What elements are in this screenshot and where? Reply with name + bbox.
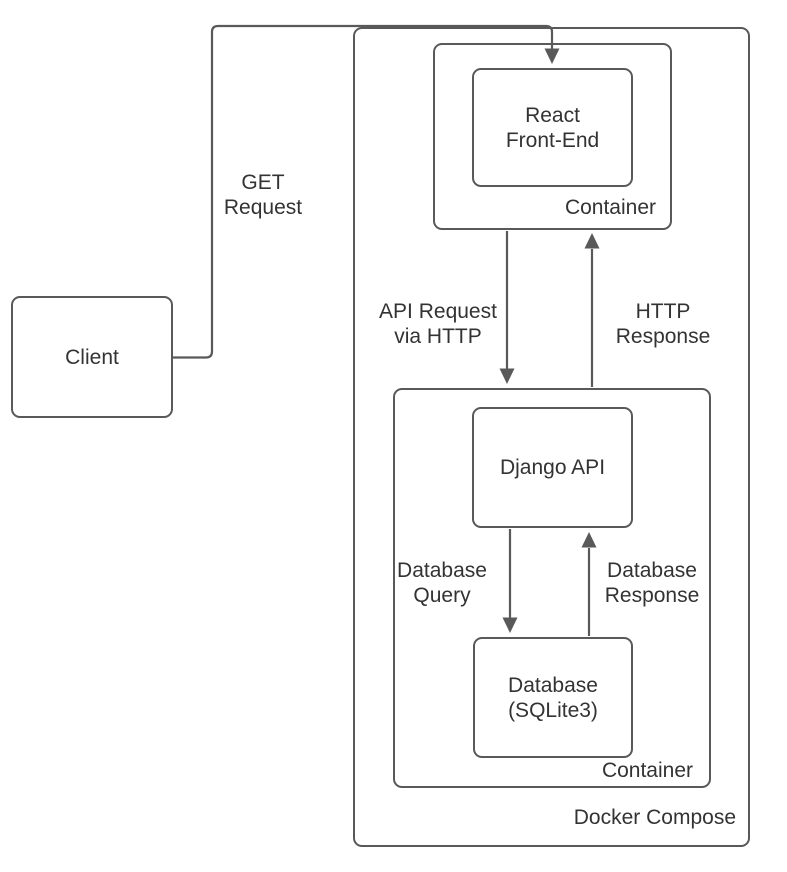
database-query-edge-label: Database Query: [397, 559, 487, 607]
container-top-label: Container: [564, 196, 656, 219]
get-request-edge-label: GET Request: [223, 171, 303, 219]
client-label: Client: [65, 345, 119, 369]
api-request-edge-label: API Request via HTTP: [379, 300, 497, 348]
react-frontend-node: React Front-End: [472, 68, 633, 187]
container-bottom-label: Container: [601, 759, 693, 782]
database-response-edge-label: Database Response: [604, 559, 700, 607]
django-api-label: Django API: [499, 456, 606, 479]
django-api-node: Django API: [472, 407, 633, 528]
database-node: Database (SQLite3): [473, 637, 633, 758]
react-frontend-label: React Front-End: [505, 103, 600, 152]
docker-compose-label: Docker Compose: [573, 806, 736, 829]
database-label: Database (SQLite3): [508, 673, 598, 722]
client-node: Client: [11, 296, 173, 418]
http-response-edge-label: HTTP Response: [615, 300, 711, 348]
